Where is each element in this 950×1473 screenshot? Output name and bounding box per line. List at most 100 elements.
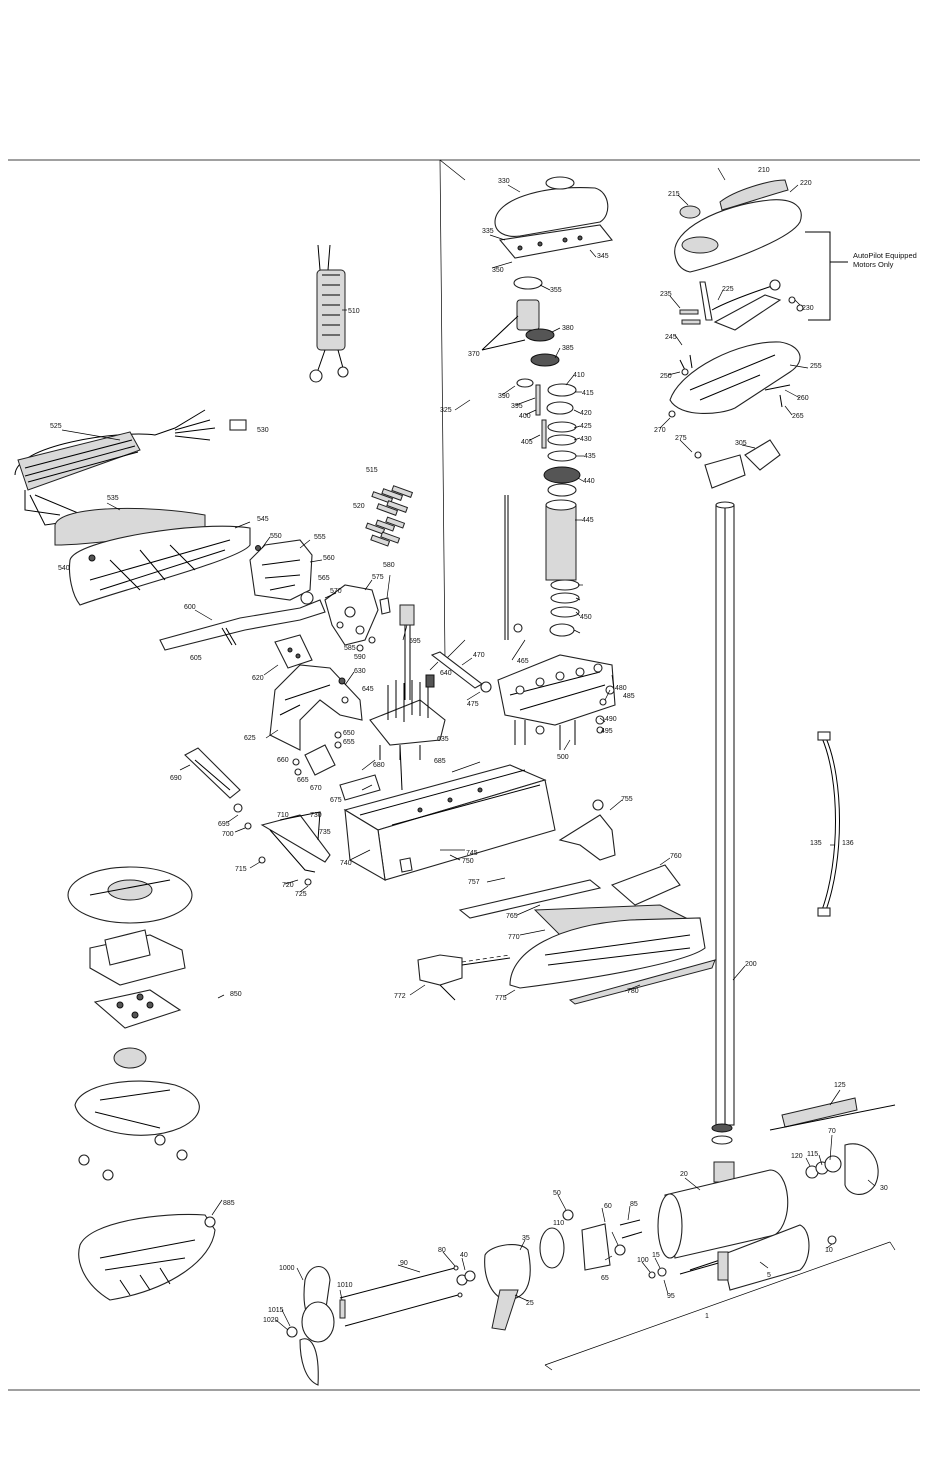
- callout-40: 40: [460, 1252, 468, 1259]
- connector-772: [417, 954, 511, 1001]
- callout-635: 635: [437, 736, 449, 743]
- callout-90: 90: [400, 1260, 408, 1267]
- callout-485: 485: [623, 693, 635, 700]
- callout-595: 595: [409, 638, 421, 645]
- callout-330: 330: [498, 178, 510, 185]
- callout-525: 525: [50, 423, 62, 430]
- callout-1015: 1015: [268, 1307, 284, 1314]
- callout-510: 510: [348, 308, 360, 315]
- callout-275: 275: [675, 435, 687, 442]
- callout-450: 450: [580, 614, 592, 621]
- base-assembly-850: [67, 866, 200, 1181]
- callout-585: 585: [344, 645, 356, 652]
- callout-405: 405: [521, 439, 533, 446]
- assembly-line-1: [544, 1241, 896, 1371]
- callout-250: 250: [660, 373, 672, 380]
- callout-65: 65: [601, 1275, 609, 1282]
- switch-block-635: [369, 604, 446, 760]
- callout-60: 60: [604, 1203, 612, 1210]
- cover-625: [269, 664, 363, 751]
- callout-245: 245: [665, 334, 677, 341]
- callout-650: 650: [343, 730, 355, 737]
- callout-555: 555: [314, 534, 326, 541]
- collar-305: [694, 439, 781, 489]
- callout-560: 560: [323, 555, 335, 562]
- callout-665: 665: [297, 777, 309, 784]
- callout-605: 605: [190, 655, 202, 662]
- callout-labels: 1510152025303540506065708085909510011011…: [50, 167, 888, 1324]
- mounting-rail-740: [343, 764, 556, 882]
- leader-lines: [61, 167, 876, 1331]
- callout-655: 655: [343, 739, 355, 746]
- callout-415: 415: [582, 390, 594, 397]
- callout-500: 500: [557, 754, 569, 761]
- callout-1000: 1000: [279, 1265, 295, 1272]
- callout-645: 645: [362, 686, 374, 693]
- callout-755: 755: [621, 796, 633, 803]
- callout-95: 95: [667, 1293, 675, 1300]
- callout-780: 780: [627, 988, 639, 995]
- shaft-stack-445: [504, 378, 581, 640]
- callout-770: 770: [508, 934, 520, 941]
- callout-30: 30: [880, 1185, 888, 1192]
- callout-235: 235: [660, 291, 672, 298]
- callout-15: 15: [652, 1252, 660, 1259]
- callout-690: 690: [170, 775, 182, 782]
- callout-335: 335: [482, 228, 494, 235]
- callout-600: 600: [184, 604, 196, 611]
- small-parts-580: [356, 597, 391, 652]
- callout-10: 10: [825, 1247, 833, 1254]
- small-parts-650: [292, 696, 403, 801]
- callout-750: 750: [462, 858, 474, 865]
- callout-380: 380: [562, 325, 574, 332]
- callout-580: 580: [383, 562, 395, 569]
- callout-230: 230: [802, 305, 814, 312]
- autopilot-cover-220: [674, 179, 802, 273]
- autopilot-note-line-1: AutoPilot Equipped: [853, 251, 917, 260]
- callout-425: 425: [580, 423, 592, 430]
- pins-515: [365, 485, 414, 547]
- callout-220: 220: [800, 180, 812, 187]
- arm-690: [184, 747, 241, 799]
- callout-1: 1: [705, 1313, 709, 1320]
- callout-70: 70: [828, 1128, 836, 1135]
- callout-115: 115: [807, 1151, 818, 1158]
- skeg-25: [491, 1289, 519, 1331]
- leader-772: [461, 954, 511, 963]
- callout-730: 730: [310, 812, 322, 819]
- callout-745: 745: [466, 850, 478, 857]
- cable-135: [817, 731, 840, 917]
- assembly-line-top: [439, 159, 466, 181]
- callout-715: 715: [235, 866, 247, 873]
- lever-arm-600: [159, 591, 326, 651]
- callout-550: 550: [270, 533, 282, 540]
- callout-515: 515: [366, 467, 378, 474]
- callout-757: 757: [468, 879, 480, 886]
- callout-410: 410: [573, 372, 585, 379]
- callout-625: 625: [244, 735, 256, 742]
- callout-695: 695: [218, 821, 230, 828]
- callout-1010: 1010: [337, 1282, 353, 1289]
- callout-125: 125: [834, 1082, 846, 1089]
- callout-772: 772: [394, 993, 406, 1000]
- bracket-575: [324, 584, 379, 646]
- callout-530: 530: [257, 427, 269, 434]
- callout-725: 725: [295, 891, 307, 898]
- autopilot-sensor-225: [679, 279, 804, 331]
- callout-210: 210: [758, 167, 770, 174]
- callout-215: 215: [668, 191, 680, 198]
- callout-590: 590: [354, 654, 366, 661]
- callout-570: 570: [330, 588, 342, 595]
- callout-80: 80: [438, 1247, 446, 1254]
- plate-620: [274, 634, 313, 669]
- callout-350: 350: [492, 267, 504, 274]
- callout-325: 325: [440, 407, 452, 414]
- brush-end-35: [456, 1209, 667, 1301]
- callout-520: 520: [353, 503, 365, 510]
- callout-440: 440: [583, 478, 595, 485]
- callout-700: 700: [222, 831, 234, 838]
- through-bolts-90: [339, 1265, 463, 1327]
- callout-435: 435: [584, 453, 596, 460]
- callout-620: 620: [252, 675, 264, 682]
